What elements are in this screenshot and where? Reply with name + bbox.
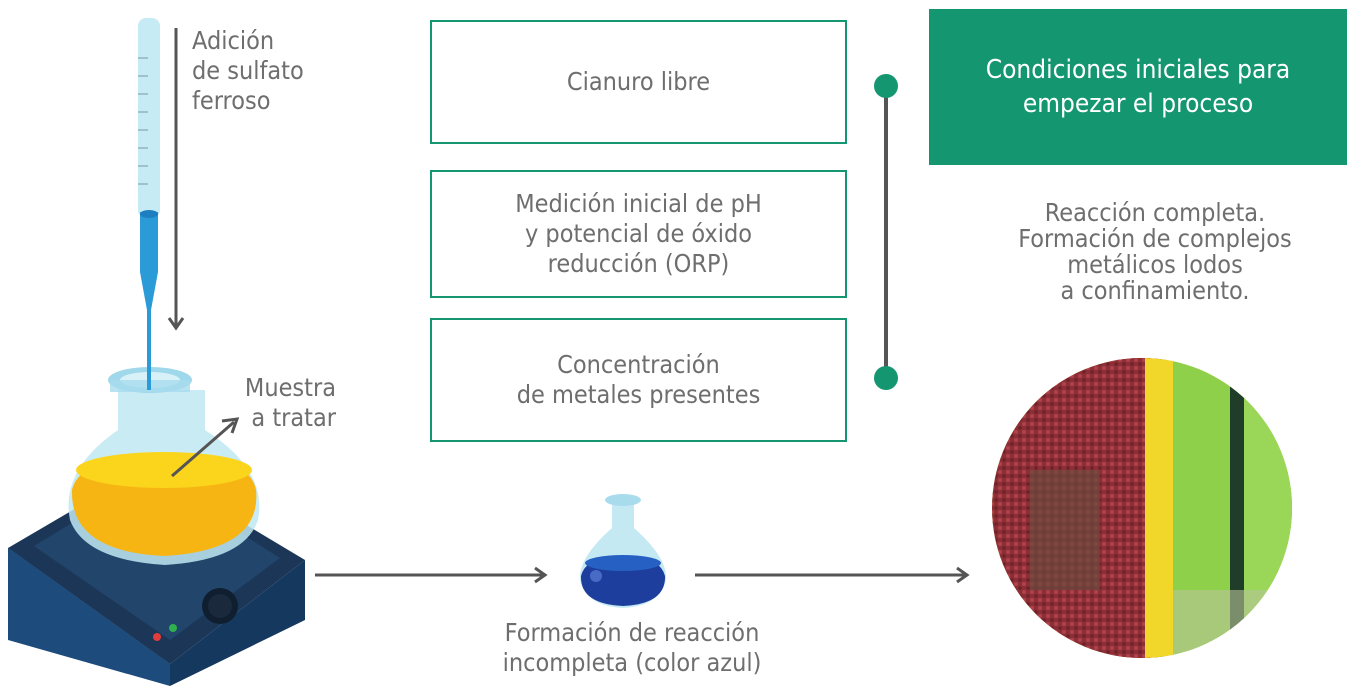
sludge-photo bbox=[992, 358, 1292, 658]
down-arrow-icon bbox=[167, 28, 185, 331]
indicator-light-red bbox=[153, 633, 161, 641]
erlenmeyer-flask bbox=[68, 367, 260, 565]
bracket-connector bbox=[874, 74, 898, 390]
condition-box-label: Cianuro libre bbox=[566, 67, 711, 96]
addition-label: Adición de sulfato ferroso bbox=[192, 26, 304, 115]
blue-flask-illustration bbox=[579, 494, 667, 608]
lab-setup-illustration bbox=[8, 18, 305, 686]
incomplete-reaction-label: Formación de reacción incompleta (color … bbox=[502, 618, 762, 677]
initial-conditions-header: Condiciones iniciales para empezar el pr… bbox=[929, 9, 1347, 165]
condition-box-ph-orp: Medición inicial de pH y potencial de óx… bbox=[430, 170, 847, 298]
condition-box-metals: Concentración de metales presentes bbox=[430, 318, 847, 442]
connector-dot-bottom bbox=[874, 366, 898, 390]
condition-box-label: Concentración de metales presentes bbox=[516, 350, 761, 409]
condition-box-label: Medición inicial de pH y potencial de óx… bbox=[515, 189, 762, 278]
flow-arrow-1 bbox=[315, 566, 548, 584]
complete-reaction-label: Reacción completa. Formación de complejo… bbox=[1018, 198, 1292, 305]
indicator-light-green bbox=[169, 624, 177, 632]
header-title: Condiciones iniciales para empezar el pr… bbox=[985, 55, 1291, 119]
flow-arrow-2 bbox=[695, 566, 970, 584]
burette bbox=[138, 18, 160, 390]
connector-dot-top bbox=[874, 74, 898, 98]
pointer-arrow-icon bbox=[171, 417, 240, 478]
sample-label: Muestra a tratar bbox=[244, 373, 336, 432]
condition-box-free-cyanide: Cianuro libre bbox=[430, 20, 847, 144]
